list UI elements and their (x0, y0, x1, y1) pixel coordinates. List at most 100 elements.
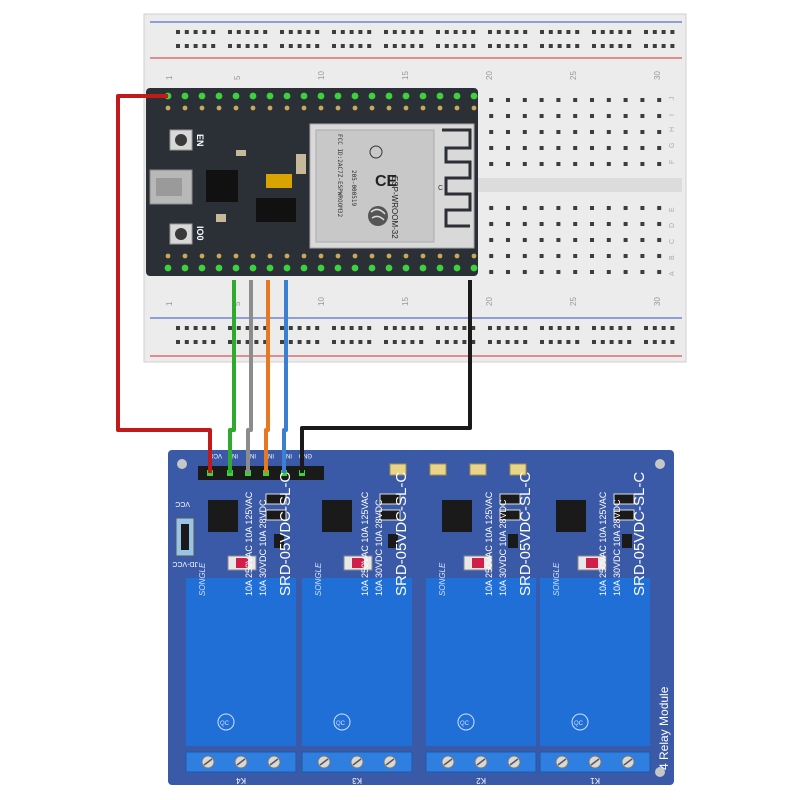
pin-pad (284, 105, 290, 111)
col-number: 10 (317, 297, 326, 306)
breadboard-hole (523, 340, 528, 344)
smd-component (236, 150, 246, 156)
header-pin (419, 264, 427, 272)
pin-pad (182, 105, 188, 111)
breadboard-hole (548, 326, 553, 330)
module-brand-text: ESP-WROOM-32 (390, 176, 399, 239)
breadboard-hole (592, 44, 596, 48)
col-number: 15 (401, 71, 410, 80)
relay-k4: SONGLE SRD-05VDC-SL-C 10A 250VAC 10A 125… (186, 472, 296, 746)
breadboard-hole (522, 146, 527, 150)
breadboard-hole (590, 206, 594, 210)
pin-pad (250, 253, 256, 259)
qc-label: QC (336, 721, 346, 727)
breadboard-hole (367, 44, 372, 48)
breadboard-hole (410, 326, 415, 330)
breadboard-hole (661, 340, 666, 344)
breadboard-hole (514, 44, 519, 48)
module-fcc-text: FCC ID:2AC7Z-ESPWROOM32 (336, 134, 343, 217)
header-pin (470, 92, 478, 100)
breadboard-hole (522, 206, 527, 210)
breadboard-hole (444, 326, 449, 330)
col-number: 25 (569, 71, 578, 80)
col-numbers-bottom: 1 5 10 15 20 25 30 (165, 297, 662, 306)
header-pin (334, 264, 342, 272)
breadboard-hole (184, 30, 189, 34)
pin-pad (199, 105, 205, 111)
breadboard-hole (471, 340, 476, 344)
header-pin (232, 92, 240, 100)
breadboard-hole (340, 44, 345, 48)
io0-button-cap (175, 228, 187, 240)
row-letter: B (669, 255, 676, 260)
breadboard-hole (573, 130, 578, 134)
breadboard-hole (176, 326, 180, 330)
breadboard-hole (573, 162, 578, 166)
screw-slot (203, 758, 213, 766)
terminal-label-k3: K3 (352, 776, 362, 785)
pin-pad (471, 105, 477, 111)
optocoupler (556, 500, 586, 532)
pin-pad (216, 253, 222, 259)
breadboard-hole (506, 98, 510, 102)
breadboard-hole (367, 340, 372, 344)
breadboard-hole (640, 222, 645, 226)
breadboard-hole (640, 146, 645, 150)
breadboard-hole (254, 340, 259, 344)
breadboard-hole (670, 340, 675, 344)
breadboard-hole (657, 206, 662, 210)
breadboard-hole (514, 30, 519, 34)
breadboard-hole (184, 326, 189, 330)
breadboard-hole (640, 206, 645, 210)
breadboard-hole (444, 44, 449, 48)
breadboard-hole (539, 222, 544, 226)
breadboard-hole (557, 30, 562, 34)
breadboard-hole (548, 44, 553, 48)
breadboard-hole (263, 340, 268, 344)
breadboard-hole (462, 326, 467, 330)
header-pin (266, 92, 274, 100)
breadboard-hole (202, 326, 207, 330)
breadboard-hole (539, 254, 544, 258)
breadboard-hole (540, 30, 544, 34)
breadboard-hole (566, 340, 571, 344)
breadboard-hole (661, 44, 666, 48)
relay-rating-line1: 10A 250VAC 10A 125VAC (360, 491, 370, 596)
row-letters: J I H G F E D C B A (669, 97, 676, 277)
breadboard-hole (623, 254, 628, 258)
smd-component (216, 214, 226, 222)
breadboard-hole (539, 146, 544, 150)
relay-rating-line2: 10A 30VDC 10A 28VDC (374, 499, 384, 596)
terminal-screws (201, 755, 635, 769)
breadboard-hole (236, 340, 241, 344)
breadboard-hole (211, 30, 216, 34)
pin-pad (301, 253, 307, 259)
breadboard-hole (410, 340, 415, 344)
breadboard-hole (606, 222, 611, 226)
pin-pad (216, 105, 222, 111)
breadboard-hole (623, 130, 628, 134)
terminal-label-k2: K2 (476, 776, 486, 785)
pin-pad (454, 105, 460, 111)
breadboard-hole (606, 98, 611, 102)
breadboard-hole (340, 30, 345, 34)
mount-hole (655, 459, 665, 469)
header-pin (436, 264, 444, 272)
breadboard-hole (245, 30, 250, 34)
pin-pad (267, 253, 273, 259)
breadboard-hole (489, 270, 494, 274)
breadboard-hole (657, 270, 662, 274)
header-pin (198, 264, 206, 272)
breadboard-hole (556, 254, 561, 258)
breadboard-hole (592, 340, 596, 344)
screw-terminals: K4 K3 K2 K1 (185, 751, 651, 785)
breadboard-hole (496, 44, 501, 48)
breadboard-hole (306, 44, 311, 48)
breadboard-hole (471, 326, 476, 330)
pin-pad (420, 253, 426, 259)
breadboard-hole (392, 326, 397, 330)
breadboard-hole (540, 44, 544, 48)
breadboard-hole (228, 340, 232, 344)
header-pin (470, 264, 478, 272)
